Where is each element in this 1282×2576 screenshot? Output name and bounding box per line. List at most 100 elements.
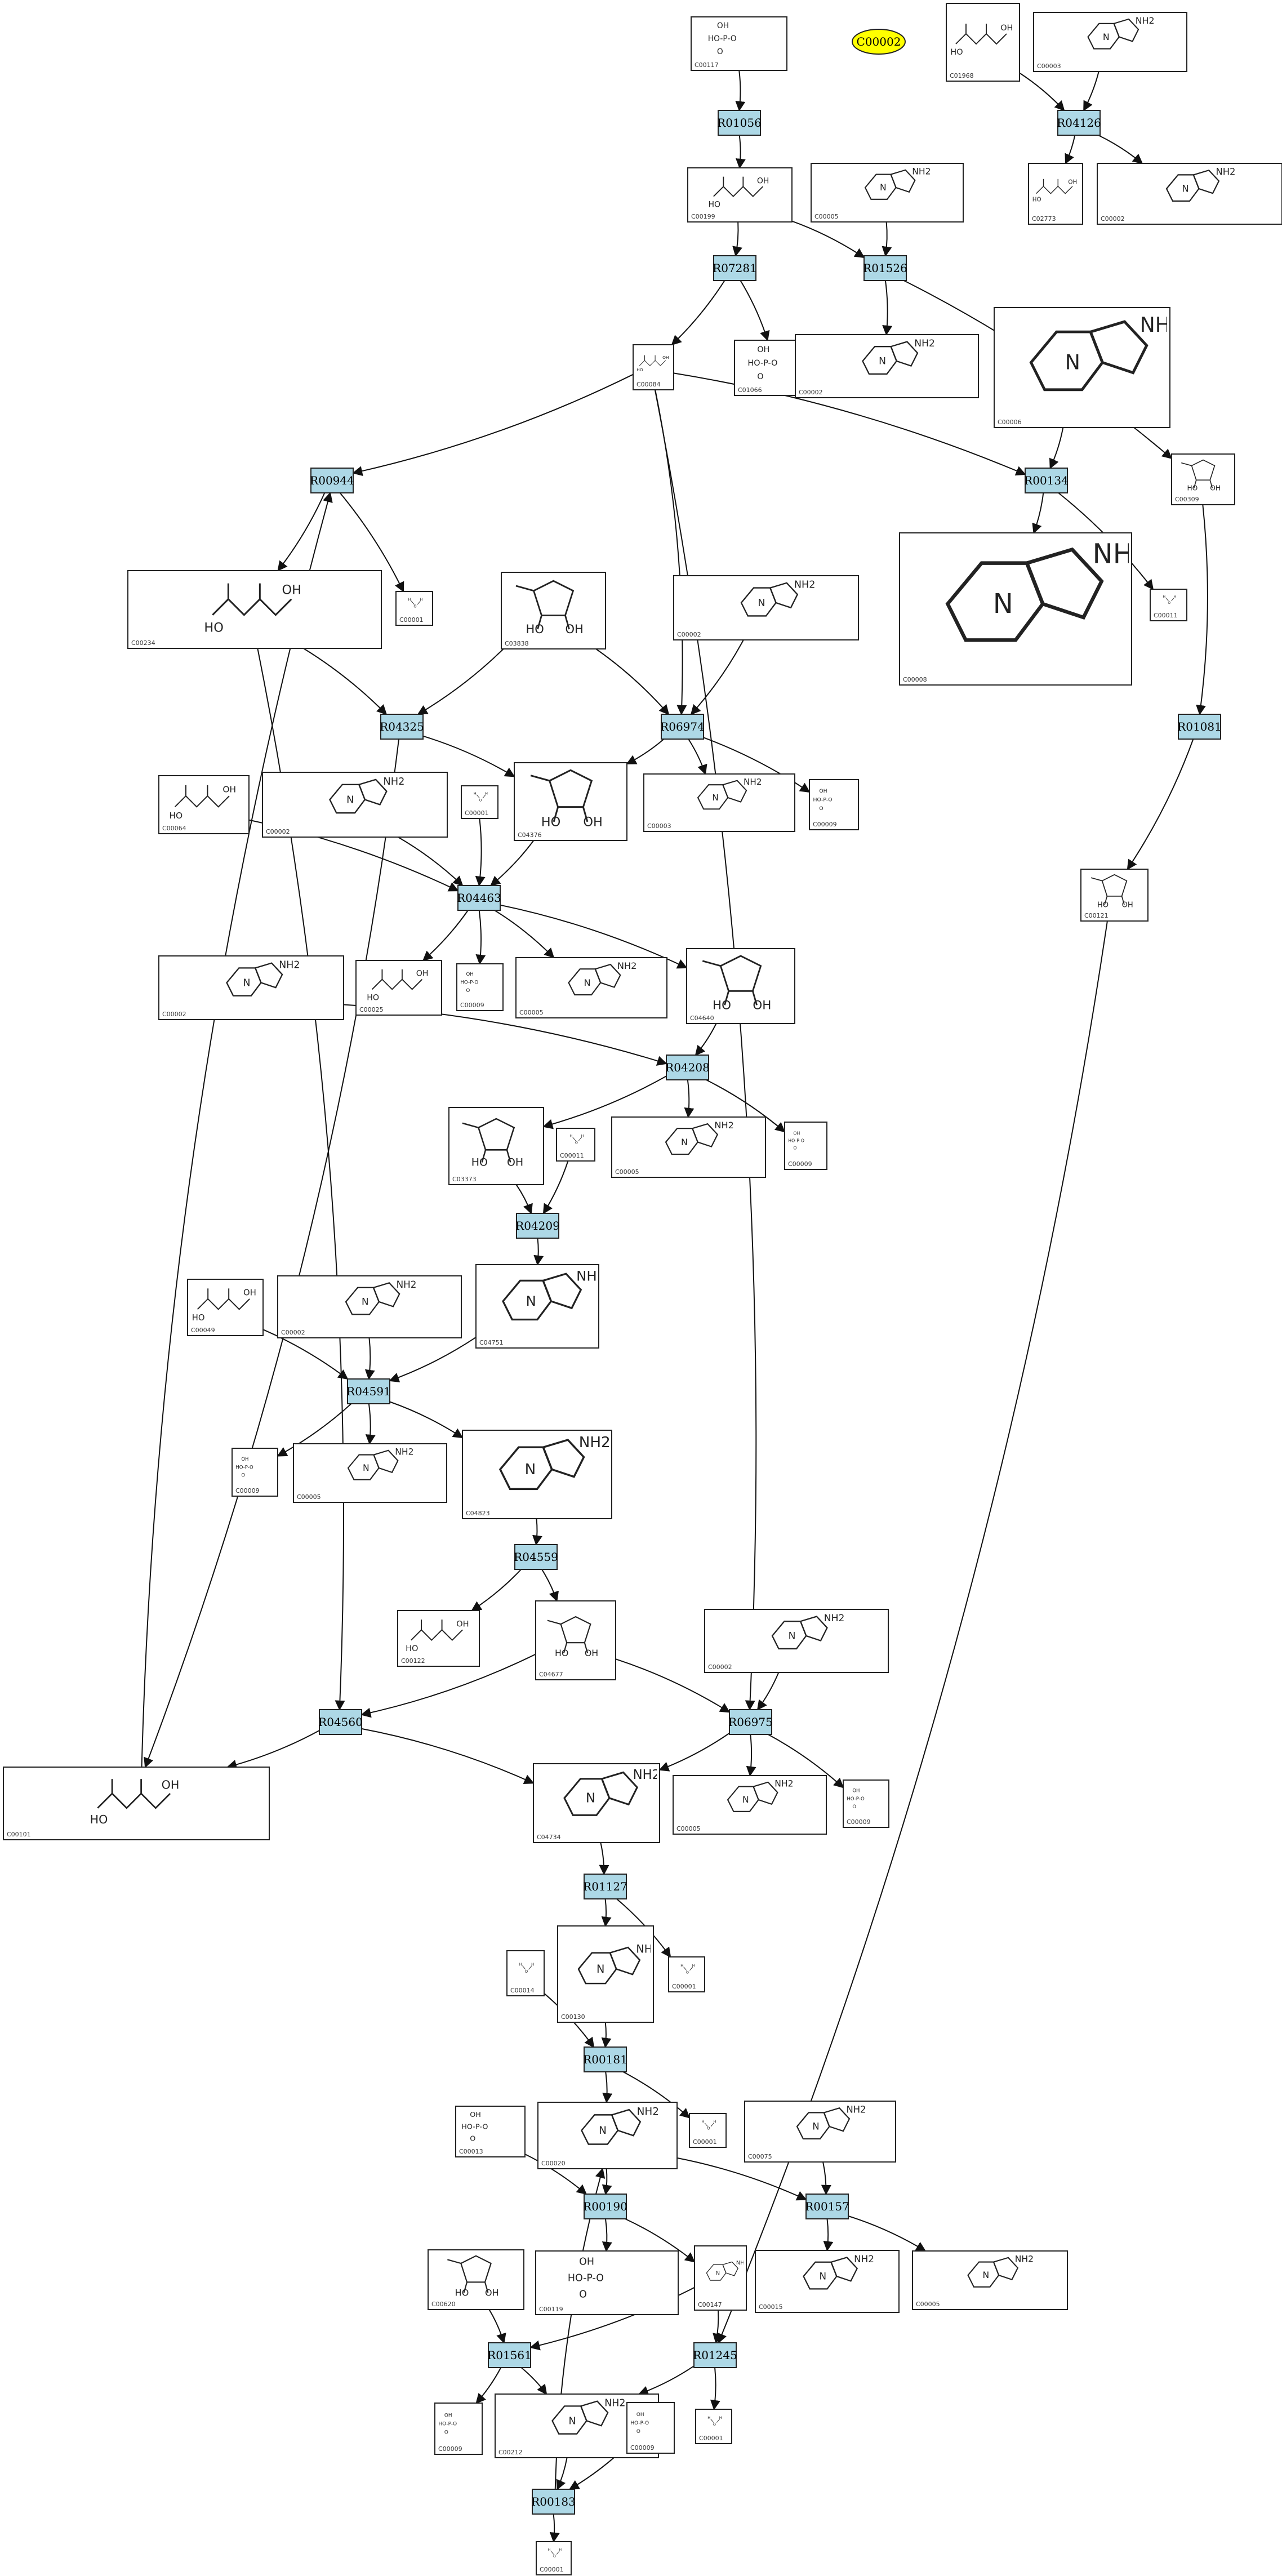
reaction-node-r04209[interactable]: R04209 xyxy=(515,1213,560,1239)
compound-node-c00005_r4208[interactable]: C00005 xyxy=(611,1116,766,1178)
edge-R00181-to-c00001_r181 xyxy=(622,2071,691,2119)
compound-node-c00001_r181[interactable]: C00001 xyxy=(689,2113,727,2148)
compound-node-c00008[interactable]: C00008 xyxy=(899,532,1151,686)
reaction-node-r04591[interactable]: R04591 xyxy=(346,1378,391,1404)
compound-node-c00005_r6975[interactable]: C00005 xyxy=(673,1775,827,1835)
reaction-node-r00134[interactable]: R00134 xyxy=(1024,468,1069,493)
compound-node-c00025[interactable]: C00025 xyxy=(355,960,442,1016)
compound-node-c00009_r4463[interactable]: C00009 xyxy=(456,963,504,1011)
compound-node-c00006[interactable]: C00006 xyxy=(994,307,1183,428)
compound-node-c00084[interactable]: C00084 xyxy=(633,344,674,390)
compound-id-label: C00147 xyxy=(698,2301,722,2308)
reaction-node-r01561[interactable]: R01561 xyxy=(487,2342,532,2368)
reaction-node-r07281[interactable]: R07281 xyxy=(713,255,757,281)
compound-node-c00101[interactable]: C00101 xyxy=(3,1767,270,1840)
compound-node-c04677[interactable]: C04677 xyxy=(535,1600,616,1680)
compound-node-c00002_r6974[interactable]: C00002 xyxy=(673,575,859,640)
compound-id-label: C00002 xyxy=(162,1011,186,1018)
edge-c03373-to-R04209 xyxy=(515,1184,533,1214)
compound-node-c00011_r4209[interactable]: C00011 xyxy=(556,1128,595,1162)
compound-node-c04823[interactable]: C04823 xyxy=(462,1430,612,1519)
reaction-node-r01081[interactable]: R01081 xyxy=(1177,714,1222,740)
compound-node-c00309[interactable]: C00309 xyxy=(1171,453,1235,505)
edge-c00002_r6974-to-R06974 xyxy=(690,639,744,715)
reaction-node-r01526[interactable]: R01526 xyxy=(863,255,907,281)
compound-node-c00011_r134[interactable]: C00011 xyxy=(1150,589,1187,621)
compound-node-c04751[interactable]: C04751 xyxy=(475,1264,606,1349)
compound-id-label: C00003 xyxy=(647,822,671,830)
compound-node-c00001_r1245[interactable]: C00001 xyxy=(695,2409,732,2444)
highlighted-compound-ellipse[interactable]: C00002 xyxy=(852,29,906,55)
compound-node-c00147[interactable]: C00147 xyxy=(694,2245,748,2311)
edge-c00147-to-R01245 xyxy=(713,2310,723,2344)
compound-node-c00199[interactable]: C00199 xyxy=(687,167,793,223)
compound-node-c01968[interactable]: C01968 xyxy=(946,3,1020,82)
reaction-node-r04325[interactable]: R04325 xyxy=(380,714,424,740)
compound-node-c00014[interactable]: C00014 xyxy=(506,1950,545,1996)
reaction-node-r04126[interactable]: R04126 xyxy=(1057,110,1101,136)
compound-node-c00064[interactable]: C00064 xyxy=(158,775,250,834)
reaction-id-label: R07281 xyxy=(713,261,757,275)
reaction-node-r06974[interactable]: R06974 xyxy=(660,714,705,740)
compound-id-label: C01968 xyxy=(950,72,974,79)
reaction-node-r04560[interactable]: R04560 xyxy=(318,1709,363,1735)
compound-id-label: C00121 xyxy=(1084,912,1109,919)
compound-node-c00001_r1127[interactable]: C00001 xyxy=(668,1956,705,1992)
reaction-node-r01056[interactable]: R01056 xyxy=(717,110,762,136)
edge-c00620-to-R01561 xyxy=(488,2309,506,2344)
compound-node-c00234[interactable]: C00234 xyxy=(127,570,382,649)
reaction-node-r04463[interactable]: R04463 xyxy=(457,885,501,911)
compound-node-c00003_r6974[interactable]: C00003 xyxy=(643,773,795,832)
reaction-node-r01245[interactable]: R01245 xyxy=(693,2342,737,2368)
reaction-node-r00190[interactable]: R00190 xyxy=(583,2194,627,2219)
compound-node-c00009_r4208[interactable]: C00009 xyxy=(784,1122,827,1170)
compound-node-c00003_top[interactable]: C00003 xyxy=(1033,12,1187,72)
compound-node-c00009_r6974[interactable]: C00009 xyxy=(809,779,859,830)
compound-node-c03373[interactable]: C03373 xyxy=(448,1107,544,1185)
compound-node-c04376[interactable]: C04376 xyxy=(514,762,627,841)
compound-node-c00002_r4126[interactable]: C00002 xyxy=(1097,163,1282,225)
compound-node-c00122[interactable]: C00122 xyxy=(397,1610,480,1667)
edge-c00002_r4591-to-R04591 xyxy=(364,1337,375,1380)
compound-node-c00015[interactable]: C00015 xyxy=(755,2250,900,2313)
compound-node-c04734[interactable]: C04734 xyxy=(533,1763,660,1843)
compound-node-c00013[interactable]: C00013 xyxy=(455,2106,526,2157)
compound-node-c00001_r4463[interactable]: C00001 xyxy=(461,785,498,819)
compound-node-c04640[interactable]: C04640 xyxy=(686,948,795,1024)
compound-node-c00005[interactable]: C00005 xyxy=(811,163,964,223)
compound-id-label: C00002 xyxy=(1101,215,1125,223)
compound-id-label: C04823 xyxy=(466,1510,490,1517)
compound-node-c00002_r6975[interactable]: C00002 xyxy=(704,1609,889,1673)
compound-node-c00002_r1526[interactable]: C00002 xyxy=(795,334,979,398)
compound-node-c00009_r1561[interactable]: C00009 xyxy=(434,2403,483,2455)
compound-node-c00009_r6975[interactable]: C00009 xyxy=(843,1779,889,1828)
compound-node-c00020[interactable]: C00020 xyxy=(537,2102,678,2169)
compound-node-c03838[interactable]: C03838 xyxy=(501,572,606,649)
compound-node-c02773[interactable]: C02773 xyxy=(1028,163,1083,225)
reaction-node-r01127[interactable]: R01127 xyxy=(583,1874,627,1899)
compound-node-c00005_r4463[interactable]: C00005 xyxy=(515,957,667,1018)
reaction-node-r00157[interactable]: R00157 xyxy=(805,2194,849,2219)
compound-node-c00005_r157[interactable]: C00005 xyxy=(912,2250,1068,2310)
compound-node-c00121[interactable]: C00121 xyxy=(1080,869,1149,922)
reaction-node-r04208[interactable]: R04208 xyxy=(665,1055,710,1080)
compound-node-c00075[interactable]: C00075 xyxy=(744,2101,896,2163)
reaction-node-r04559[interactable]: R04559 xyxy=(514,1544,558,1570)
compound-node-c00009_r183[interactable]: C00009 xyxy=(626,2402,675,2454)
compound-node-c00002_r4591[interactable]: C00002 xyxy=(277,1275,462,1338)
compound-node-c00119[interactable]: C00119 xyxy=(535,2250,679,2315)
compound-node-c00002_r4463[interactable]: C00002 xyxy=(262,772,448,838)
compound-node-c00009_r4591[interactable]: C00009 xyxy=(232,1448,278,1497)
compound-node-c00117[interactable]: C00117 xyxy=(691,16,787,71)
compound-node-c00001_r183[interactable]: C00001 xyxy=(536,2541,572,2575)
reaction-node-r00181[interactable]: R00181 xyxy=(583,2046,627,2072)
reaction-node-r00183[interactable]: R00183 xyxy=(531,2489,576,2515)
reaction-node-r00944[interactable]: R00944 xyxy=(310,468,354,493)
compound-node-c00001_r944[interactable]: C00001 xyxy=(395,591,433,626)
compound-node-c00049[interactable]: C00049 xyxy=(187,1279,264,1336)
reaction-node-r06975[interactable]: R06975 xyxy=(728,1709,773,1735)
compound-node-c00005_r4591[interactable]: C00005 xyxy=(293,1443,447,1503)
compound-node-c00620[interactable]: C00620 xyxy=(428,2249,524,2310)
compound-node-c00130[interactable]: C00130 xyxy=(557,1925,659,2023)
compound-node-c00002_r4208[interactable]: C00002 xyxy=(158,955,344,1020)
